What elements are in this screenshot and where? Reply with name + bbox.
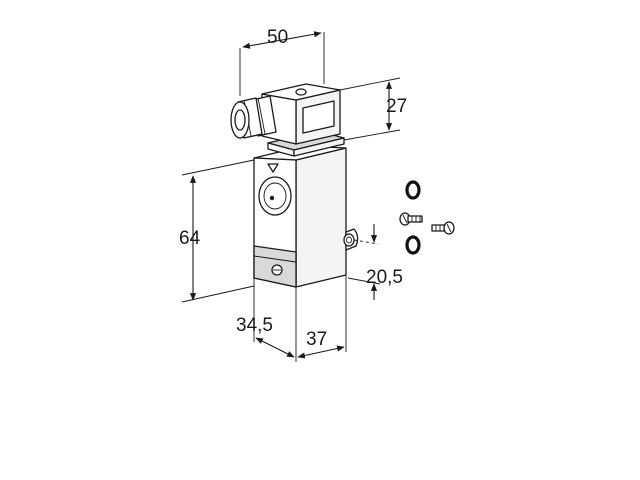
- nut-flat-line: [257, 97, 266, 135]
- side-lug-hole: [343, 233, 355, 247]
- dimension-label-34-5: 34,5: [236, 315, 273, 336]
- band-divider: [253, 255, 297, 263]
- dimension-label-50: 50: [267, 27, 288, 48]
- flow-arrow-icon: [267, 163, 279, 173]
- dimension-height-body: 64: [179, 159, 255, 303]
- dimension-height-connector: 27: [339, 77, 407, 141]
- o-ring-top: [405, 180, 421, 200]
- connector-gasket-side: [293, 137, 345, 157]
- dimension-width-body: 37: [297, 275, 347, 359]
- dimension-width-top: 50: [239, 27, 325, 96]
- side-lug-hole-inner: [346, 236, 352, 244]
- valve-body: [253, 145, 359, 288]
- valve-body-side-face: [295, 147, 347, 288]
- indicator-dot: [269, 195, 275, 201]
- indicator-dial-inner: [263, 182, 287, 210]
- cable-gland-opening: [234, 109, 246, 131]
- dimension-label-27: 27: [386, 96, 407, 117]
- dimension-label-20-5: 20,5: [366, 267, 403, 288]
- connector-label-window: [302, 100, 335, 134]
- cable-gland: [230, 95, 277, 139]
- accessory-parts: [399, 180, 455, 255]
- screw-left: [399, 212, 423, 226]
- o-ring-bottom: [405, 235, 421, 255]
- dimension-label-64: 64: [179, 228, 201, 249]
- screw-right: [431, 221, 455, 235]
- connector-screw-head: [295, 88, 307, 96]
- dimension-depth: 34,5: [236, 278, 297, 362]
- dimension-offset-port: 20,5: [347, 224, 403, 300]
- dimension-label-37: 37: [306, 329, 327, 350]
